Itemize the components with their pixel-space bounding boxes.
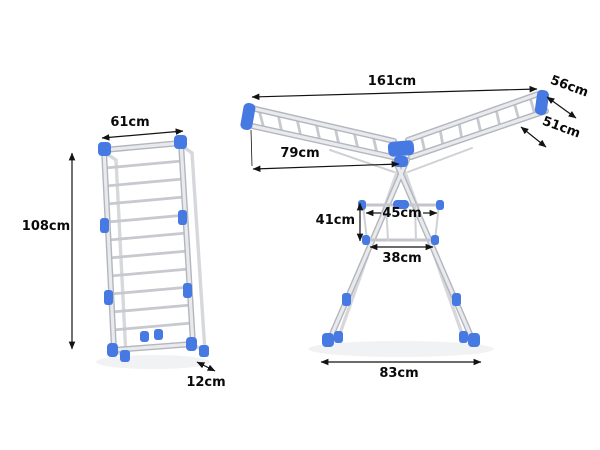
folded-rack-illustration bbox=[98, 135, 209, 362]
wing-length-label: 79cm bbox=[280, 146, 319, 161]
center-rack-bottom-width-label: 38cm bbox=[382, 251, 421, 266]
wing-rails bbox=[244, 90, 549, 161]
wing-end-dimension: 56cm bbox=[546, 73, 590, 119]
center-rack-height-label: 41cm bbox=[316, 213, 355, 228]
folded-front-frame bbox=[101, 140, 196, 353]
center-rack-bottom-width-dimension: 38cm bbox=[369, 243, 434, 266]
wing-end-label: 56cm bbox=[548, 73, 590, 101]
base-width-label: 83cm bbox=[379, 366, 418, 381]
overall-width-dimension: 161cm bbox=[251, 74, 538, 101]
folded-depth-dimension: 12cm bbox=[186, 361, 226, 390]
center-rack-height-dimension: 41cm bbox=[316, 202, 364, 242]
center-rack-top-width-label: 45cm bbox=[382, 206, 421, 221]
wing-length-dimension: 79cm bbox=[250, 129, 400, 173]
center-rack-top-width-dimension: 45cm bbox=[365, 206, 438, 221]
folded-height-dimension: 108cm bbox=[22, 152, 76, 350]
folded-width-label: 61cm bbox=[110, 115, 149, 130]
open-front-legs bbox=[326, 157, 476, 344]
folded-width-dimension: 61cm bbox=[101, 115, 184, 141]
center-shelf bbox=[360, 203, 442, 242]
folded-rungs bbox=[103, 159, 194, 332]
folded-height-label: 108cm bbox=[22, 219, 70, 234]
base-width-dimension: 83cm bbox=[320, 358, 482, 381]
open-blue-fittings bbox=[240, 89, 549, 347]
overall-width-label: 161cm bbox=[368, 74, 416, 89]
folded-depth-label: 12cm bbox=[186, 375, 225, 390]
folded-blue-fittings bbox=[98, 135, 209, 362]
